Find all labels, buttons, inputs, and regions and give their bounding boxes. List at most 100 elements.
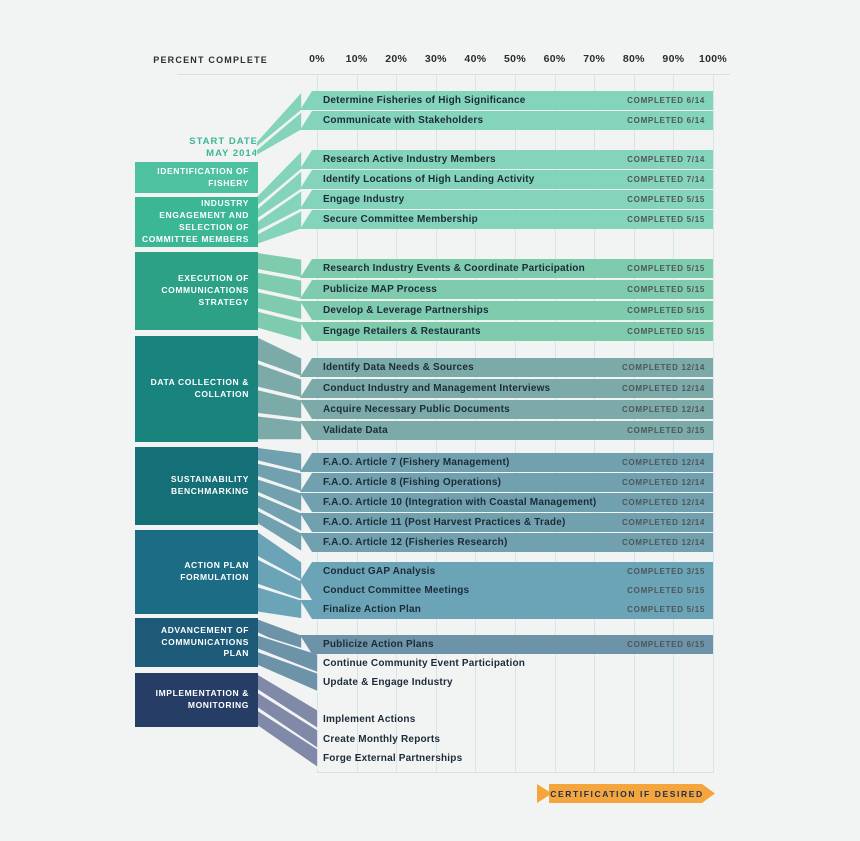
- connector-band: [256, 446, 303, 474]
- axis-tick-80pct: 80%: [622, 53, 645, 65]
- task-status: COMPLETED 12/14: [622, 518, 705, 527]
- task-label: Finalize Action Plan: [323, 604, 422, 615]
- phase-box-label: SUSTAINABILITY BENCHMARKING: [170, 474, 249, 496]
- task-label: Research Active Industry Members: [323, 154, 496, 165]
- start-date-line2: MAY 2014: [206, 147, 258, 159]
- task-bar: Determine Fisheries of High Significance…: [300, 91, 713, 110]
- task-status: COMPLETED 6/14: [627, 116, 705, 125]
- task-status: COMPLETED 5/15: [627, 605, 705, 614]
- task-label: Conduct Committee Meetings: [323, 585, 470, 596]
- task-status: COMPLETED 5/15: [627, 195, 705, 204]
- task-bar: F.A.O. Article 11 (Post Harvest Practice…: [300, 513, 713, 532]
- task-label: Determine Fisheries of High Significance: [323, 95, 526, 106]
- task-bar: Validate Data COMPLETED 3/15: [300, 421, 713, 440]
- task-label: Identify Locations of High Landing Activ…: [323, 174, 535, 185]
- connector-band: [256, 690, 318, 750]
- connector-band: [256, 168, 303, 221]
- task-label: Conduct GAP Analysis: [323, 566, 436, 577]
- connector-band: [256, 414, 303, 441]
- connector-band: [256, 290, 303, 322]
- task-bar: Develop & Leverage Partnerships COMPLETED…: [300, 301, 713, 320]
- task-bar: Engage Retailers & Restaurants COMPLETED …: [300, 322, 713, 341]
- task-label: Create Monthly Reports: [323, 734, 441, 745]
- task-label: Identify Data Needs & Sources: [323, 362, 474, 373]
- task-label: F.A.O. Article 10 (Integration with Coas…: [323, 497, 597, 508]
- phase-box-data-collection: DATA COLLECTION & COLLATION: [135, 336, 258, 442]
- task-status: COMPLETED 3/15: [627, 426, 705, 435]
- task-status: COMPLETED 7/14: [627, 175, 705, 184]
- task-status: COMPLETED 5/15: [627, 586, 705, 595]
- phase-box-label: INDUSTRY ENGAGEMENT AND SELECTION OF COM…: [141, 198, 249, 244]
- task-bar: Publicize Action Plans COMPLETED 6/15: [300, 635, 713, 654]
- task-status: COMPLETED 7/14: [627, 155, 705, 164]
- task-status: COMPLETED 5/15: [627, 306, 705, 315]
- axis-tick-50pct: 50%: [504, 53, 526, 65]
- connector-band: [256, 270, 303, 300]
- connector-band: [256, 633, 318, 674]
- task-bar: Research Industry Events & Coordinate Pa…: [300, 259, 713, 278]
- axis-tick-90pct: 90%: [662, 53, 685, 65]
- task-label: Develop & Leverage Partnerships: [323, 305, 489, 316]
- connector-band: [256, 335, 303, 379]
- task-label: Validate Data: [323, 425, 388, 436]
- phase-box-sustainability-benchmarking: SUSTAINABILITY BENCHMARKING: [135, 447, 258, 525]
- task-status: COMPLETED 12/14: [622, 478, 705, 487]
- phase-box-industry-engagement: INDUSTRY ENGAGEMENT AND SELECTION OF COM…: [135, 197, 258, 247]
- task-label: Research Industry Events & Coordinate Pa…: [323, 263, 585, 274]
- axis-tick-0pct: 0%: [309, 53, 325, 65]
- connector-band: [256, 649, 318, 693]
- task-label: F.A.O. Article 8 (Fishing Operations): [323, 477, 502, 488]
- task-label: Forge External Partnerships: [323, 753, 463, 764]
- axis-tick-60pct: 60%: [543, 53, 566, 65]
- phase-box-execution-of: EXECUTION OF COMMUNICATIONS STRATEGY: [135, 252, 258, 330]
- connector-band: [256, 461, 303, 494]
- phase-connectors: [256, 88, 318, 769]
- task-bar: F.A.O. Article 12 (Fisheries Research)CO…: [300, 533, 713, 552]
- connector-band: [256, 477, 303, 514]
- task-bar: Finalize Action Plan COMPLETED 5/15: [300, 600, 713, 619]
- task-status: COMPLETED 5/15: [627, 264, 705, 273]
- phase-box-label: ADVANCEMENT OF COMMUNICATIONS PLAN: [160, 624, 249, 659]
- axis-tick-30pct: 30%: [424, 53, 447, 65]
- task-status: COMPLETED 6/15: [627, 640, 705, 649]
- connector-band: [256, 708, 318, 769]
- phase-box-implementation-&: IMPLEMENTATION & MONITORING: [135, 673, 258, 727]
- phase-box-label: IDENTIFICATION OF FISHERY: [157, 165, 249, 188]
- task-label: Continue Community Event Participation: [323, 658, 526, 669]
- connector-band: [256, 361, 303, 400]
- start-date-line1: START DATE: [189, 136, 258, 147]
- banner-label: CERTIFICATION IF DESIRED: [550, 788, 704, 799]
- task-status: COMPLETED 5/15: [627, 327, 705, 336]
- percent-complete-axis-label: PERCENT COMPLETE: [153, 55, 268, 65]
- gridline-100pct: [713, 75, 714, 772]
- header-divider-line: [177, 74, 730, 75]
- task-label: F.A.O. Article 12 (Fisheries Research): [323, 537, 508, 548]
- plot-bottom-line: [317, 772, 714, 773]
- task-bar: Conduct Committee Meetings COMPLETED 5/15: [300, 581, 713, 600]
- connector-band: [256, 309, 303, 343]
- connector-band: [256, 188, 303, 234]
- task-status: COMPLETED 5/15: [627, 215, 705, 224]
- connector-band: [256, 492, 303, 534]
- phase-box-label: DATA COLLECTION & COLLATION: [150, 377, 249, 399]
- task-label: Secure Committee Membership: [323, 214, 478, 225]
- connector-band: [256, 388, 303, 420]
- task-label: Publicize Action Plans: [323, 639, 434, 650]
- task-status: COMPLETED 12/14: [622, 498, 705, 507]
- task-bar: Research Active Industry Members COMPLETE…: [300, 150, 713, 169]
- task-bar: Identify Locations of High Landing Activ…: [300, 170, 713, 189]
- task-label: Conduct Industry and Management Intervie…: [323, 383, 551, 394]
- task-label: F.A.O. Article 7 (Fishery Management): [323, 457, 510, 468]
- axis-tick-20pct: 20%: [385, 53, 408, 65]
- banner-band: CERTIFICATION IF DESIRED: [549, 784, 715, 803]
- task-label: Acquire Necessary Public Documents: [323, 404, 510, 415]
- connector-band: [256, 251, 303, 279]
- task-bar: Conduct Industry and Management Intervie…: [300, 379, 713, 398]
- task-status: COMPLETED 5/15: [627, 285, 705, 294]
- task-label: Engage Retailers & Restaurants: [323, 326, 481, 337]
- axis-tick-70pct: 70%: [583, 53, 606, 65]
